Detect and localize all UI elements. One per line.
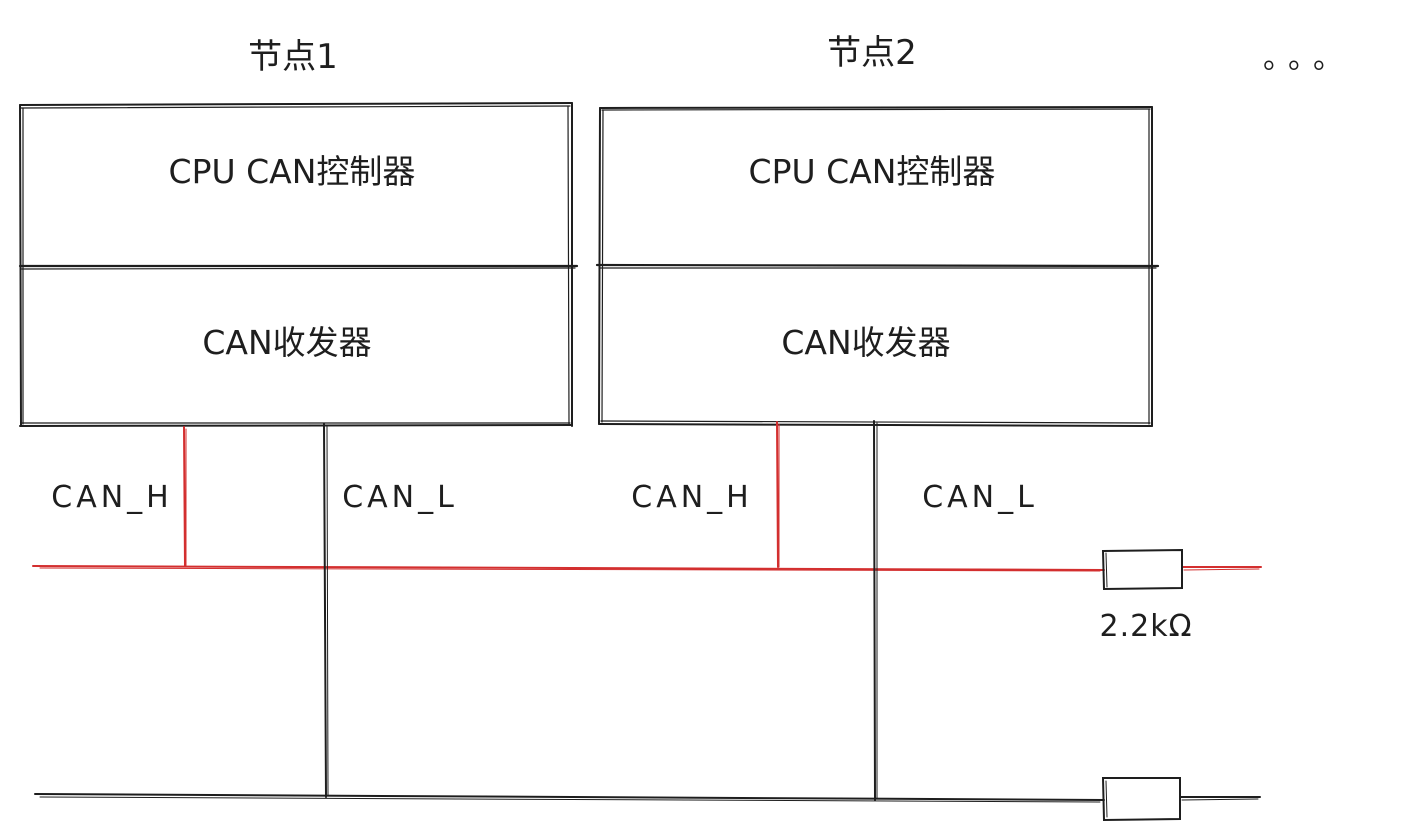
node-2-title: 节点2 bbox=[827, 33, 917, 73]
resistor-bottom bbox=[1101, 777, 1181, 822]
node-1-title: 节点1 bbox=[248, 37, 338, 77]
node-1-can-l-label: CAN_L bbox=[342, 480, 458, 515]
can-l-bus-line bbox=[34, 793, 1105, 801]
node-1: 节点1 CPU CAN控制器 CAN收发器 CAN_H CAN_L bbox=[18, 37, 579, 515]
node-1-transceiver-label: CAN收发器 bbox=[202, 323, 371, 362]
node-1-controller-label: CPU CAN控制器 bbox=[169, 152, 416, 191]
node-1-can-h-label: CAN_H bbox=[51, 480, 172, 515]
node-2-divider bbox=[595, 263, 1160, 269]
node-1-divider bbox=[18, 264, 579, 270]
can-h-bus-line bbox=[32, 565, 1105, 571]
node-2-transceiver-label: CAN收发器 bbox=[781, 323, 950, 362]
node-2: 节点2 CPU CAN控制器 CAN收发器 CAN_H CAN_L bbox=[595, 33, 1160, 515]
can-h-bus bbox=[32, 421, 1262, 572]
resistor-value-label: 2.2kΩ bbox=[1099, 609, 1192, 644]
node-2-can-l-label: CAN_L bbox=[922, 480, 1038, 515]
node-2-controller-label: CPU CAN控制器 bbox=[749, 152, 996, 191]
node-1-can-l-drop bbox=[323, 423, 327, 798]
node-1-can-h-drop bbox=[183, 426, 186, 567]
node-2-can-h-label: CAN_H bbox=[631, 480, 752, 515]
more-nodes-ellipsis: 。。。 bbox=[1263, 41, 1353, 76]
node-2-can-h-drop bbox=[776, 421, 779, 568]
can-l-bus bbox=[34, 420, 1261, 803]
resistor-top bbox=[1101, 548, 1183, 591]
node-2-can-l-drop bbox=[873, 420, 876, 801]
